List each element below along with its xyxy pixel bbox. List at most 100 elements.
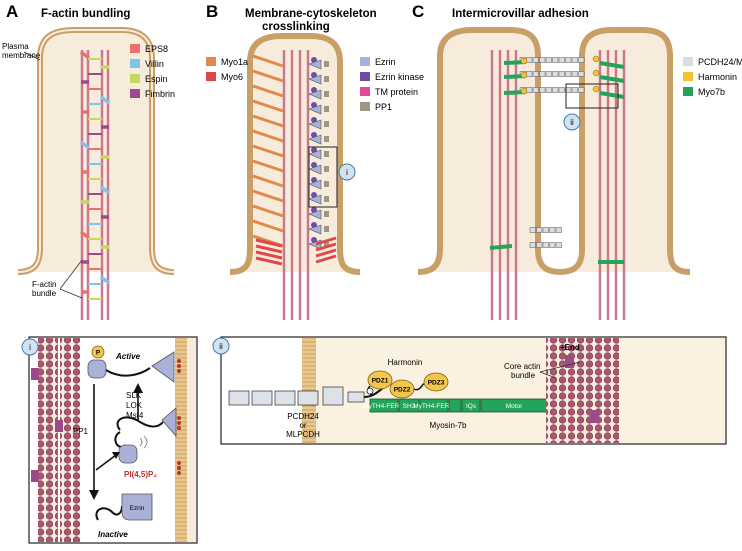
myosin-7b-label: Myosin-7b <box>430 421 467 430</box>
myth4-ferm-1 <box>369 398 399 413</box>
ezrin-kinase <box>311 57 317 63</box>
myo1a-motor <box>252 144 284 158</box>
legend-c-item-swatch <box>683 87 693 96</box>
pcdh-repeat <box>555 227 562 233</box>
myo1a-motor <box>252 159 284 173</box>
ezrin-kinase <box>311 117 317 123</box>
actin-filaments-a <box>80 50 110 320</box>
harmonin <box>592 69 600 77</box>
legend-a-item-swatch <box>130 44 140 53</box>
bundler-protein <box>99 185 111 195</box>
ezrin <box>308 59 322 70</box>
pcdh-repeat <box>545 87 552 93</box>
harmonin <box>520 57 528 65</box>
pip2-label: PI(4,5)P₂ <box>124 470 157 479</box>
pcdh-repeat <box>578 57 585 63</box>
panel-b-letter: B <box>206 2 218 21</box>
pcdh-repeat <box>571 71 578 77</box>
core-actin-3 <box>595 338 619 443</box>
label-membrane: membrane <box>2 51 41 60</box>
legend-a-item-swatch <box>130 89 140 98</box>
pcdh-repeat <box>552 71 559 77</box>
myo7b <box>599 91 625 99</box>
pcdh-repeat <box>539 71 546 77</box>
inset-ii-box <box>565 83 619 109</box>
actin-filaments-b <box>282 50 310 320</box>
legend-b-right-item-label: PP1 <box>375 102 392 112</box>
pcdh-repeat <box>545 71 552 77</box>
myo7b <box>599 75 625 83</box>
legend-c-item-swatch <box>683 57 693 66</box>
pcdh-repeat <box>549 227 556 233</box>
harmonin-label: Harmonin <box>388 358 423 367</box>
pcdh-repeat <box>555 242 562 248</box>
iq-motifs <box>461 398 481 413</box>
pp1 <box>324 151 329 157</box>
pcdh-repeat <box>578 71 585 77</box>
legend-b-right-item-swatch <box>360 72 370 81</box>
bundler-protein <box>99 275 111 285</box>
pcdh-repeat <box>532 87 539 93</box>
pcdh-repeat <box>549 242 556 248</box>
inset-i-marker <box>21 338 39 356</box>
callout-ii <box>563 113 581 131</box>
legend-b-right-item-label: Ezrin kinase <box>375 72 424 82</box>
pp1 <box>324 241 329 247</box>
legend-a-item-swatch <box>130 59 140 68</box>
pdz1-domain <box>367 370 393 390</box>
pcdh-repeat <box>536 227 543 233</box>
core-actin-2 <box>570 338 594 443</box>
ezrin <box>308 179 322 190</box>
ezrin-active-ferm <box>87 359 107 379</box>
sh3-domain <box>398 398 420 413</box>
panel-b-title-line1: Membrane-cytoskeleton <box>245 8 377 20</box>
ezrin-kinase <box>311 87 317 93</box>
bundler-protein <box>79 140 91 150</box>
myo7b <box>489 244 513 250</box>
pcdh-repeat <box>558 71 565 77</box>
bundler-protein <box>79 230 91 240</box>
ezrin <box>308 194 322 205</box>
panel-a-title: F-actin bundling <box>41 8 130 20</box>
pcdh-repeat <box>542 227 549 233</box>
legend-c-item-label: PCDH24/MLPCDH <box>698 57 742 67</box>
pcdh-repeat <box>526 87 533 93</box>
kinase-mst4: Mst4 <box>126 411 144 420</box>
pcdh-repeat <box>526 71 533 77</box>
callout-i <box>338 163 356 181</box>
legend-a-item-label: EPS8 <box>145 44 168 54</box>
inset-ii-membrane <box>302 338 316 443</box>
harmonin <box>520 71 528 79</box>
pp1 <box>324 106 329 112</box>
iqs-label: IQs <box>466 403 477 410</box>
ezrin-active-cterm <box>151 351 175 383</box>
myo6 <box>315 242 337 252</box>
panel-a: A F-actin bundling Plasma membrane F-act… <box>2 2 175 320</box>
legend-c-item-label: Harmonin <box>698 72 737 82</box>
inactive-label: Inactive <box>98 530 128 539</box>
ezrin <box>308 149 322 160</box>
ezrin-kinase <box>311 72 317 78</box>
ezrin-kinase <box>311 222 317 228</box>
pp1 <box>324 76 329 82</box>
ezrin <box>308 134 322 145</box>
legend-a-item-swatch <box>130 74 140 83</box>
actin-bundlers-a <box>79 50 111 300</box>
myth4-ferm-1-label: MyTH4-FERM <box>363 403 405 410</box>
pp1 <box>324 166 329 172</box>
microvillus-b <box>229 33 361 275</box>
ezrin-kinase <box>311 177 317 183</box>
pcdh-repeat <box>571 87 578 93</box>
pcdh-repeat <box>545 57 552 63</box>
ezrin <box>308 224 322 235</box>
pcdh-repeat <box>552 87 559 93</box>
myo1a-motor <box>252 189 284 203</box>
myth4-ferm-2 <box>419 398 449 413</box>
pcdh-label-3: MLPCDH <box>286 430 320 439</box>
ezrin-kinase <box>311 207 317 213</box>
myo6 <box>255 256 283 266</box>
legend-a-item-label: Espin <box>145 74 168 84</box>
pcdh-repeat <box>571 57 578 63</box>
